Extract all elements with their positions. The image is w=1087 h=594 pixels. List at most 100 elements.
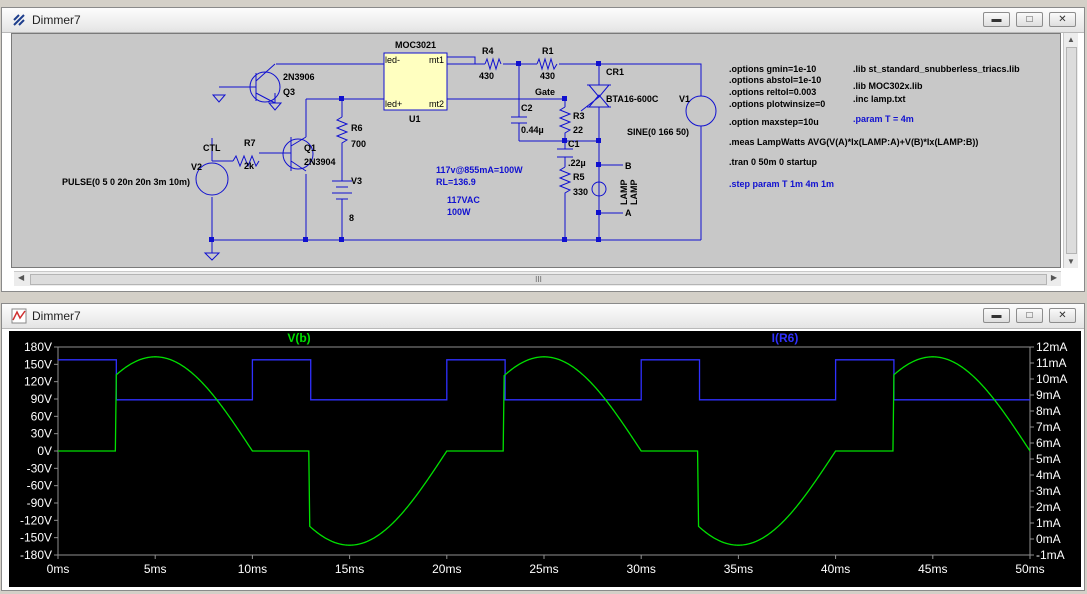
c2-ref-label: C2 [521,103,533,113]
waveform-close-button[interactable]: ✕ [1049,308,1076,323]
c1-ref-label: C1 [568,139,580,149]
gate-net-label: Gate [535,87,555,97]
u1-pin-led-plus: led+ [385,99,402,109]
y-right-tick-label: 1mA [1036,516,1061,530]
y-right-tick-label: 6mA [1036,436,1061,450]
y-right-tick-label: -1mA [1036,548,1065,562]
schematic-titlebar[interactable]: Dimmer7 ▬ □ ✕ [2,8,1084,33]
y-right-tick-label: 2mA [1036,500,1061,514]
schematic-icon [13,14,25,26]
directive-tran: .tran 0 50m 0 startup [729,157,818,167]
maximize-icon: □ [1026,310,1033,321]
directive-plotwinsize: .options plotwinsize=0 [729,99,825,109]
directive-lib-moc: .lib MOC302x.lib [853,81,923,91]
y-right-tick-label: 11mA [1036,356,1066,370]
maximize-icon: □ [1026,14,1033,25]
c1-value-label: .22µ [568,158,586,168]
y-left-tick-label: 120V [24,375,52,389]
y-left-tick-label: -30V [27,461,52,475]
schematic-horizontal-scrollbar[interactable]: ◀ III ▶ [14,271,1061,286]
scroll-down-arrow-icon[interactable]: ▼ [1067,257,1075,266]
y-left-tick-label: 60V [31,409,52,423]
x-tick-label: 45ms [918,562,947,576]
close-icon: ✕ [1058,14,1067,25]
y-right-tick-label: 4mA [1036,468,1061,482]
y-left-tick-label: -60V [27,479,52,493]
y-right-tick-label: 0mA [1036,532,1061,546]
r4-ref-label: R4 [482,46,494,56]
y-right-tick-label: 5mA [1036,452,1061,466]
u1-part-label: MOC3021 [395,40,436,50]
v3-value-label: 8 [349,213,354,223]
y-left-tick-label: 30V [31,427,52,441]
r4-value-label: 430 [479,71,494,81]
r6-ref-label: R6 [351,123,363,133]
scroll-right-arrow-icon[interactable]: ▶ [1050,273,1057,282]
minimize-button[interactable]: ▬ [983,12,1010,27]
v2-value-label: PULSE(0 5 0 20n 20n 3m 10m) [62,177,190,187]
directive-meas: .meas LampWatts AVG(V(A)*Ix(LAMP:A)+V(B)… [729,137,978,147]
lamp-label-1: LAMP [619,180,629,206]
v3-ref-label: V3 [351,176,362,186]
waveform-plot: 180V150V120V90V60V30V0V-30V-60V-90V-120V… [20,331,1067,576]
maximize-button[interactable]: □ [1016,12,1043,27]
waveform-minimize-button[interactable]: ▬ [983,308,1010,323]
vertical-scroll-thumb[interactable] [1066,47,1077,254]
x-tick-label: 50ms [1015,562,1044,576]
trace-name-vb: V(b) [287,331,310,345]
x-tick-label: 25ms [529,562,558,576]
schematic-vertical-scrollbar[interactable]: ▲ ▼ [1063,33,1078,268]
q3-ref-label: Q3 [283,87,295,97]
y-right-tick-label: 12mA [1036,340,1067,354]
y-left-tick-label: 150V [24,357,52,371]
cr1-ref-label: CR1 [606,67,624,77]
y-left-tick-label: 0V [37,444,52,458]
close-button[interactable]: ✕ [1049,12,1076,27]
waveform-icon [11,308,27,324]
trace-ir6 [58,359,1030,401]
u1-pin-led-minus: led- [385,55,400,65]
waveform-titlebar[interactable]: Dimmer7 ▬ □ ✕ [2,304,1084,329]
node-a-label: A [625,208,632,218]
waveform-maximize-button[interactable]: □ [1016,308,1043,323]
x-tick-label: 20ms [432,562,461,576]
schematic-canvas[interactable]: MOC3021 led- led+ mt1 mt2 U1 2N3906 Q3 Q… [11,33,1061,268]
y-right-tick-label: 8mA [1036,404,1061,418]
x-tick-label: 5ms [144,562,167,576]
directive-reltol: .options reltol=0.003 [729,87,816,97]
c2-value-label: 0.44µ [521,125,544,135]
x-tick-label: 0ms [47,562,70,576]
close-icon: ✕ [1058,310,1067,321]
r7-value-label: 2k [244,161,255,171]
r3-value-label: 22 [573,125,583,135]
y-right-tick-label: 9mA [1036,388,1061,402]
x-tick-label: 15ms [335,562,364,576]
directive-param: .param T = 4m [853,114,914,124]
q1-part-label: 2N3904 [304,157,336,167]
directive-gmin: .options gmin=1e-10 [729,64,816,74]
q1-ref-label: Q1 [304,143,316,153]
x-tick-label: 10ms [238,562,267,576]
r1-value-label: 430 [540,71,555,81]
scroll-up-arrow-icon[interactable]: ▲ [1067,35,1075,44]
waveform-window-title: Dimmer7 [32,309,81,323]
v2-ref-label: V2 [191,162,202,172]
y-left-tick-label: -90V [27,496,52,510]
y-right-tick-label: 3mA [1036,484,1061,498]
node-b-label: B [625,161,632,171]
minimize-icon: ▬ [991,310,1002,321]
u1-pin-mt2: mt2 [429,99,444,109]
x-tick-label: 30ms [627,562,656,576]
scroll-left-arrow-icon[interactable]: ◀ [18,273,25,282]
trace-vb [58,356,1031,546]
trace-name-ir6: I(R6) [772,331,799,345]
directive-abstol: .options abstol=1e-10 [729,75,821,85]
horizontal-scroll-thumb[interactable]: III [30,274,1047,285]
cr1-part-label: BTA16-600C [606,94,659,104]
r5-ref-label: R5 [573,172,585,182]
u1-pin-mt1: mt1 [429,55,444,65]
y-right-tick-label: 10mA [1036,372,1067,386]
x-tick-label: 35ms [724,562,753,576]
